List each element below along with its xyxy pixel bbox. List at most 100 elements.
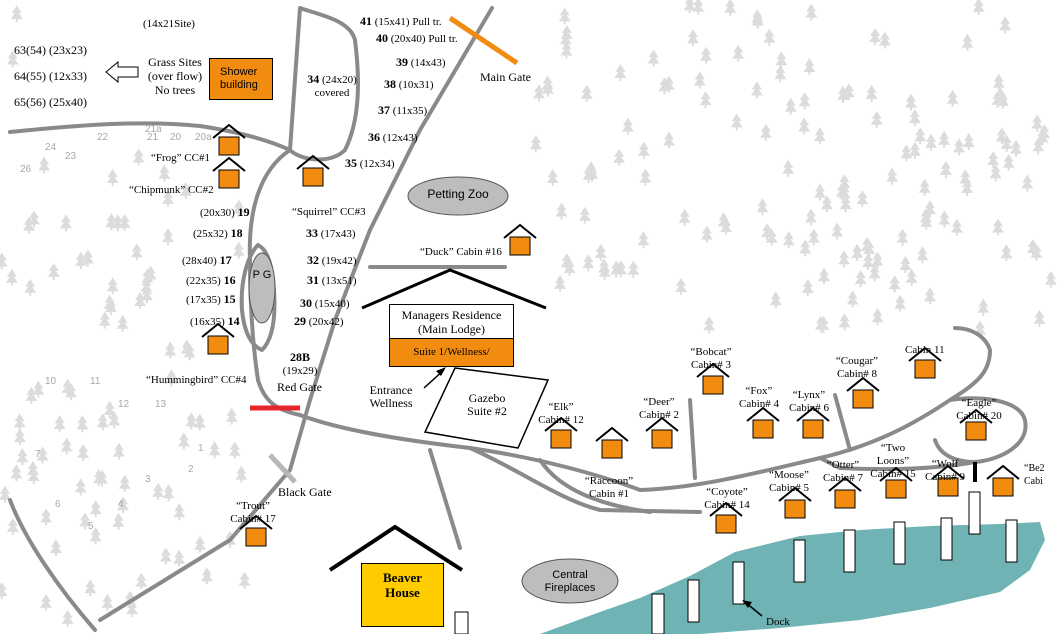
tree-icon xyxy=(870,110,883,128)
tree-icon xyxy=(238,571,251,589)
tree-icon xyxy=(950,218,963,236)
tree-icon xyxy=(1000,244,1013,262)
cabin-elk-label: “Elk”Cabin# 12 xyxy=(530,401,592,427)
tree-icon xyxy=(112,442,125,460)
tree-icon xyxy=(896,228,909,246)
tree-icon xyxy=(972,0,985,15)
cabin-house-icon-hummingbird xyxy=(200,322,236,356)
central-fireplaces-label: Central Fireplaces xyxy=(532,569,608,595)
tree-icon xyxy=(112,512,125,530)
cabin-house-icon-cabin11 xyxy=(907,346,943,380)
faint-site-number: 11 xyxy=(90,376,101,387)
tree-icon xyxy=(962,133,975,150)
faint-site-number: 21 xyxy=(147,132,159,143)
site-28b-number: 28B xyxy=(289,350,310,364)
site-row: 36 (12x43) xyxy=(368,131,418,145)
site-number: 41 xyxy=(360,14,372,28)
site-number: 14 xyxy=(227,314,240,328)
tree-icon xyxy=(798,117,811,135)
tree-icon xyxy=(992,218,1004,236)
grass-sites-arrow-icon xyxy=(105,60,139,84)
tree-icon xyxy=(784,97,797,115)
otter-l1: “Otter” xyxy=(826,459,860,471)
cabin-11-label: Cabin 11 xyxy=(905,344,945,356)
tree-icon xyxy=(692,0,705,15)
tree-icon xyxy=(938,130,951,148)
tree-icon xyxy=(854,270,867,287)
tree-icon xyxy=(663,131,675,149)
central-line1: Central xyxy=(552,569,588,581)
site-row: (17x35) 15 xyxy=(186,293,236,307)
site-size: (13x51) xyxy=(321,275,357,287)
site-number: 16 xyxy=(223,273,236,287)
black-gate-label: Black Gate xyxy=(278,485,332,499)
faint-site-number: 24 xyxy=(45,142,57,153)
wolf-l1: “Wolf xyxy=(931,458,959,470)
tree-icon xyxy=(918,178,931,196)
cabin-bobcat-label: “Bobcat”Cabin# 3 xyxy=(680,346,742,372)
tree-icon xyxy=(798,92,811,110)
roads xyxy=(8,6,1028,632)
managers-line1: Managers Residence xyxy=(401,308,502,322)
site-number: 35 xyxy=(345,156,357,170)
faint-site-number: 10 xyxy=(45,376,57,387)
cabin-hummingbird-label: “Hummingbird” CC#4 xyxy=(146,374,247,386)
site-number: 19 xyxy=(237,205,250,219)
dock-label: Dock xyxy=(766,616,790,628)
cabin-house-icon-bobcat xyxy=(695,362,731,396)
tree-icon xyxy=(878,31,891,49)
faint-site-number: 1 xyxy=(198,443,204,454)
beaver-line1: Beaver xyxy=(383,570,422,585)
site-row: (25x32) 18 xyxy=(193,227,243,241)
site-row: 31 (13x51) xyxy=(307,274,357,288)
tree-icon xyxy=(961,33,974,51)
petting-zoo-oval xyxy=(407,176,509,216)
tree-icon xyxy=(555,202,568,220)
tree-icon xyxy=(888,275,901,293)
faint-site-number: 20a xyxy=(195,132,212,143)
tree-icon xyxy=(647,49,660,67)
cabin-house-icon-lynx xyxy=(795,406,831,440)
tree-icon xyxy=(177,432,190,450)
tree-icon xyxy=(637,141,650,159)
tree-icon xyxy=(546,169,559,186)
tree-icon xyxy=(732,44,745,62)
moose-l1: “Moose” xyxy=(769,469,809,481)
site-size: (17x35) xyxy=(186,294,221,306)
faint-site-number: 5 xyxy=(88,521,94,532)
tree-icon xyxy=(637,231,650,249)
site-number: 17 xyxy=(219,253,232,267)
tree-icon xyxy=(750,81,763,99)
site-row: 41 (15x41) Pull tr. xyxy=(360,15,442,29)
tree-icon xyxy=(687,29,699,47)
tree-icon xyxy=(782,159,795,177)
faint-site-number: 4 xyxy=(118,499,124,510)
petting-zoo-label: Petting Zoo xyxy=(427,187,489,201)
tree-icon xyxy=(908,109,921,127)
tree-icon xyxy=(818,267,830,285)
tree-icon xyxy=(32,380,45,398)
grass-sites-line2: (over flow) xyxy=(147,69,203,83)
cougar-l2: Cabin# 8 xyxy=(836,368,878,380)
tree-icon xyxy=(173,503,186,521)
tree-icon xyxy=(805,208,817,226)
tree-icon xyxy=(74,478,87,496)
tree-icon xyxy=(703,316,716,334)
tree-icon xyxy=(801,278,814,296)
trout-l1: “Trout” xyxy=(236,500,270,512)
entrance-line1: Entrance xyxy=(369,383,413,397)
tree-icon xyxy=(992,73,1005,91)
tree-icon xyxy=(560,25,573,42)
tree-icon xyxy=(938,210,951,228)
tree-icon xyxy=(838,313,851,331)
tree-icon xyxy=(813,127,826,145)
faint-site-number: 26 xyxy=(20,164,32,175)
tree-icon xyxy=(987,151,1000,168)
tree-icon xyxy=(40,508,53,526)
tree-icon xyxy=(594,243,607,261)
tree-icon xyxy=(905,268,918,286)
tree-icon xyxy=(96,413,109,431)
tree-icon xyxy=(132,148,145,166)
grass-sites-label: Grass Sites (over flow) No trees xyxy=(140,55,210,97)
